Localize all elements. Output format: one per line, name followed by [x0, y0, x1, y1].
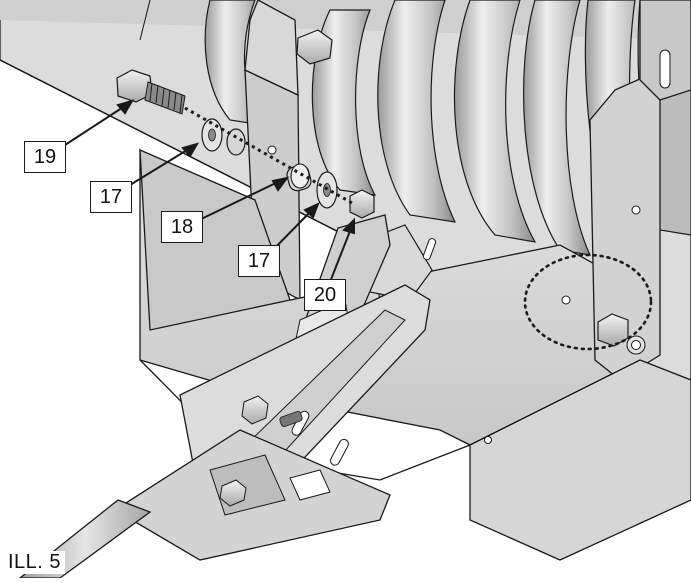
highlight-circle: [523, 253, 653, 351]
callout-17-left: 17: [90, 181, 132, 213]
hitch-plate: [113, 429, 391, 561]
callout-18: 18: [161, 211, 203, 243]
mounted-bolt: [561, 295, 646, 355]
callout-20: 20: [304, 279, 346, 311]
drawbar-bolts: [219, 395, 303, 507]
exploded-nut: [349, 189, 375, 219]
callout-19: 19: [24, 141, 66, 173]
exploded-bolt: [116, 69, 186, 115]
right-mounting-plate: [589, 0, 691, 381]
leader-lines: [64, 99, 355, 283]
top-hex-nut: [296, 29, 333, 65]
right-flange: [469, 359, 691, 561]
callout-17-right: 17: [238, 245, 280, 277]
illustration-label: ILL. 5: [6, 551, 66, 574]
